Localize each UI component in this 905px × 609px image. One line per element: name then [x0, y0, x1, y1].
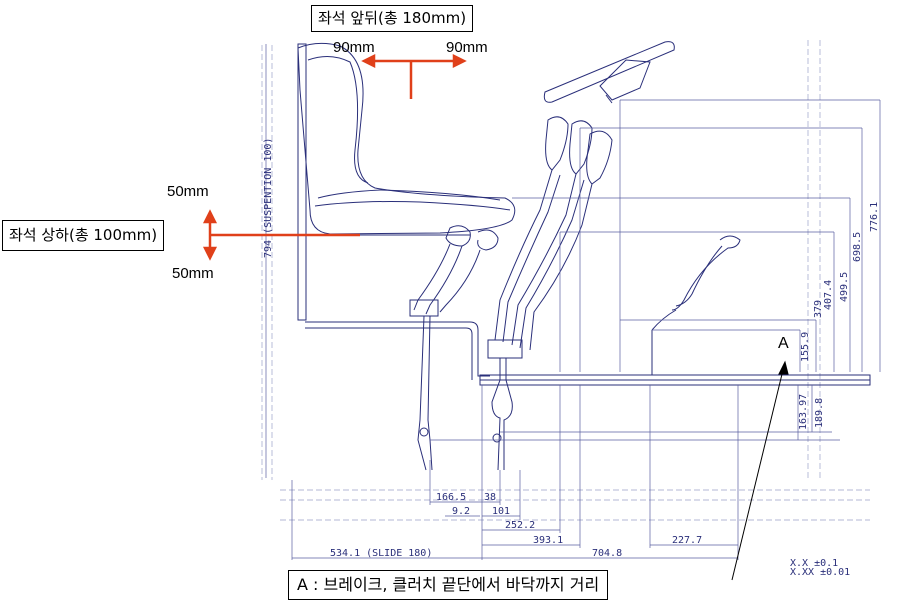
- dim-155-9: 155.9: [800, 332, 811, 362]
- adjust-arrows: [202, 53, 467, 261]
- dim-163-97: 163.97: [798, 394, 809, 430]
- dim-698-5: 698.5: [852, 232, 863, 262]
- dim-393-1: 393.1: [533, 535, 563, 546]
- floor-base: [479, 374, 871, 386]
- dim-534-1: 534.1 (SLIDE 180): [330, 548, 432, 559]
- dim-suspension: 794 (SUSPENTION 100): [263, 138, 274, 258]
- leader-a: [731, 360, 789, 581]
- dim-38: 38: [484, 492, 496, 503]
- point-a-label: A: [778, 335, 789, 352]
- up-label: 50mm: [167, 183, 209, 200]
- brake-pedals: [487, 116, 613, 471]
- frame-guides: [261, 40, 870, 521]
- dim-189-8: 189.8: [814, 398, 825, 428]
- tolerance-line-2: X.XX ±0.01: [790, 567, 850, 578]
- dim-776-1: 776.1: [869, 202, 880, 232]
- dim-227-7: 227.7: [672, 535, 702, 546]
- seat-outline: [297, 42, 516, 380]
- arrow-right-icon: [452, 53, 467, 69]
- legend-a: A : 브레이크, 클러치 끝단에서 바닥까지 거리: [288, 570, 609, 600]
- down-label: 50mm: [172, 265, 214, 282]
- dimension-labels: 794 (SUSPENTION 100) 166.5 38 9.2 101 25…: [263, 138, 880, 578]
- dim-407-4: 407.4: [823, 280, 834, 310]
- steering-wheel: [543, 41, 675, 104]
- arrow-up-icon: [202, 209, 218, 224]
- tolerance-line-1: X.X ±0.1: [790, 558, 838, 569]
- dim-379: 379: [813, 300, 824, 318]
- dim-704-8: 704.8: [592, 548, 622, 559]
- dim-252-2: 252.2: [505, 520, 535, 531]
- seat-fore-aft-label: 좌석 앞뒤(총 180mm): [311, 5, 474, 32]
- dimension-lines: [291, 99, 881, 560]
- dim-9-2: 9.2: [452, 506, 470, 517]
- fore-right-label: 90mm: [446, 39, 488, 56]
- dim-499-5: 499.5: [839, 272, 850, 302]
- clutch-pedal: [409, 225, 499, 471]
- fore-left-label: 90mm: [333, 39, 375, 56]
- arrow-down-icon: [202, 246, 218, 261]
- dim-166-5: 166.5: [436, 492, 466, 503]
- arrow-left-icon: [361, 53, 376, 69]
- seat-up-down-label: 좌석 상하(총 100mm): [2, 220, 165, 251]
- accelerator-pedal: [651, 235, 741, 375]
- dim-101: 101: [492, 506, 510, 517]
